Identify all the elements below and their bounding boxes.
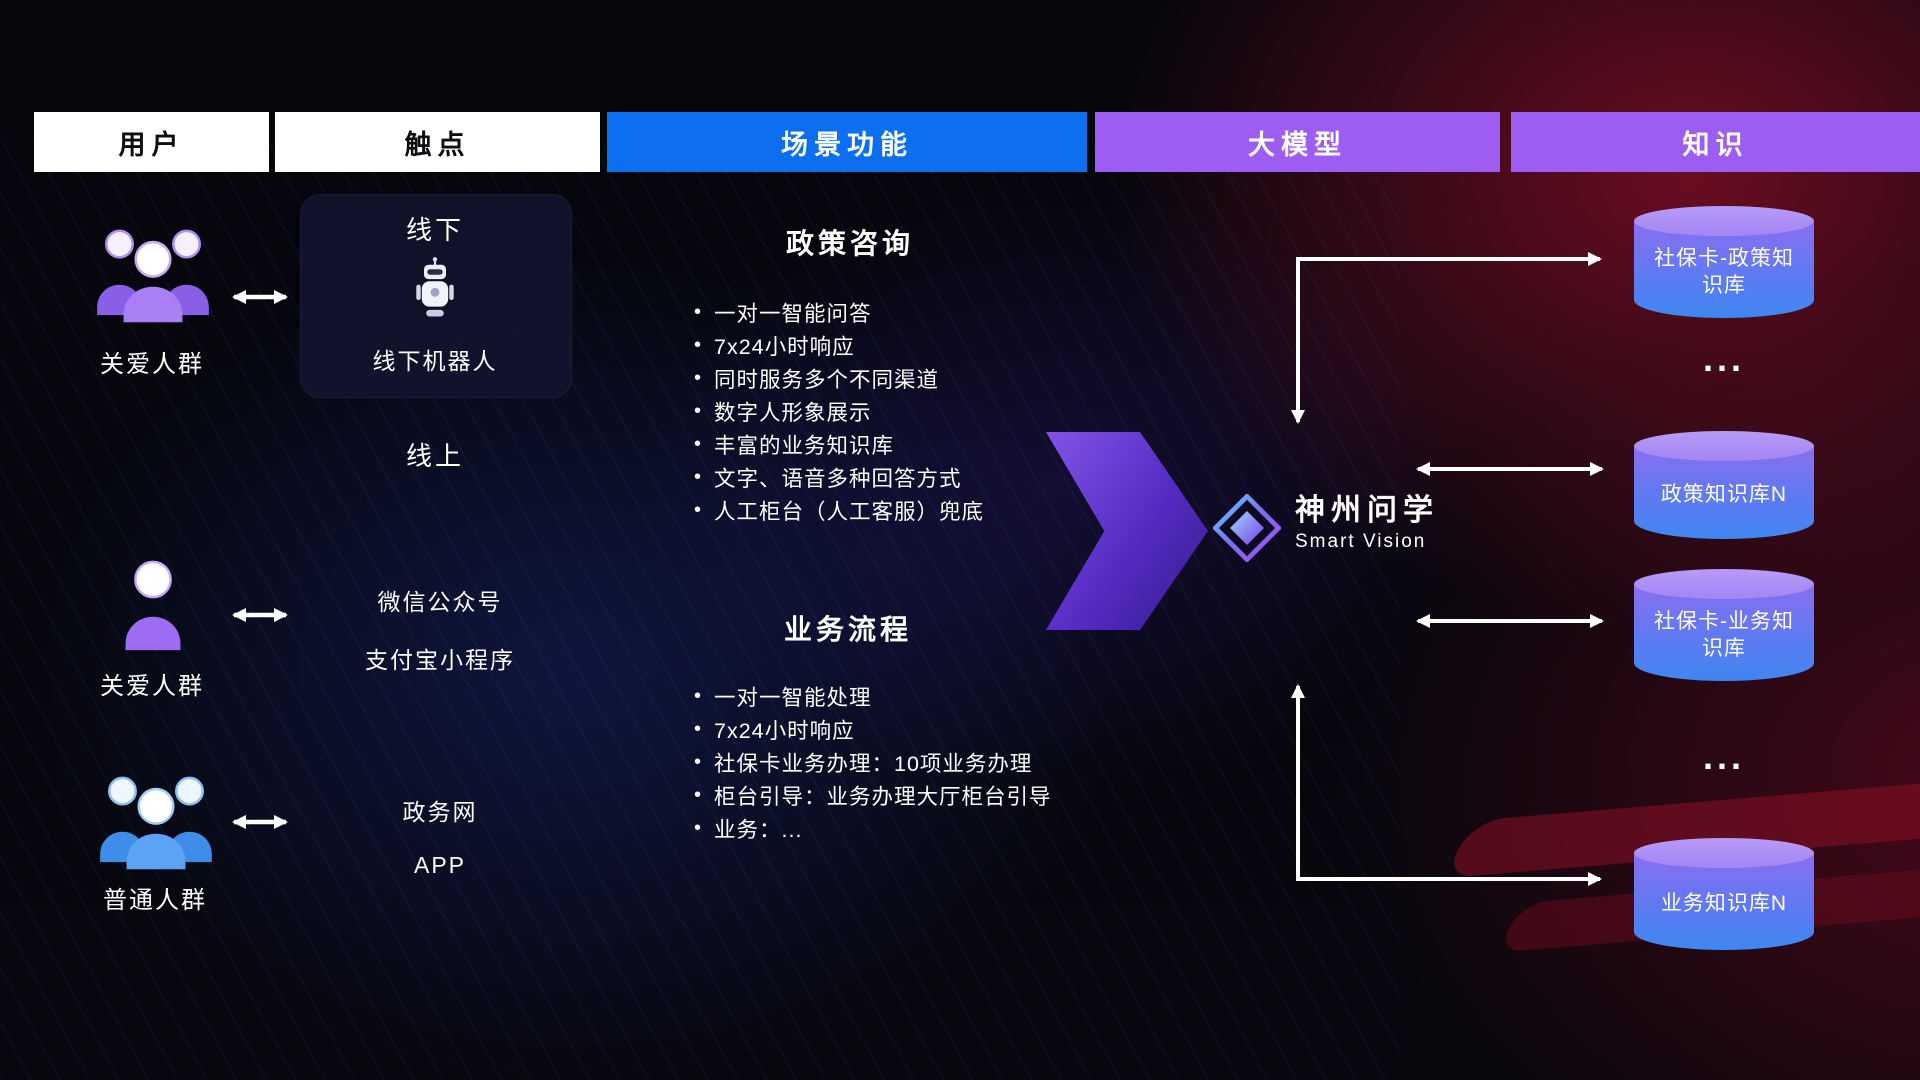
db-cylinder-top (1634, 206, 1814, 236)
bullet-item: 7x24小时响应 (694, 329, 984, 362)
db-cylinder-top (1634, 431, 1814, 461)
bullet-item: 社保卡业务办理：10项业务办理 (694, 746, 1052, 779)
bullet-item: 7x24小时响应 (694, 713, 1052, 746)
channel-alipay: 支付宝小程序 (365, 647, 515, 673)
db-label: 社保卡-政策知识库 (1654, 246, 1794, 297)
bullet-item: 一对一智能处理 (694, 680, 1052, 713)
model-logo: 神州问学 Smart Vision (1213, 494, 1439, 562)
user-group-label: 关爱人群 (100, 351, 204, 378)
model-name: 神州问学 (1295, 494, 1439, 527)
db-label: 业务知识库N (1660, 892, 1788, 916)
flow-arrow (1046, 432, 1208, 630)
bullet-item: 丰富的业务知识库 (694, 428, 984, 461)
scenario-business-list: 一对一智能处理 7x24小时响应 社保卡业务办理：10项业务办理 柜台引导：业务… (694, 680, 1052, 845)
channel-app: APP (413, 852, 467, 878)
column-header-model: 大模型 (1095, 112, 1500, 172)
channel-gov-web: 政务网 (402, 799, 478, 825)
people-group-icon-blue (100, 776, 212, 870)
db-cylinder-body (1634, 853, 1814, 950)
bullet-item: 文字、语音多种回答方式 (694, 461, 984, 494)
column-header-knowledge: 知识 (1511, 112, 1920, 172)
offline-robot-label: 线下机器人 (372, 348, 498, 374)
knowledge-ellipsis: ... (1702, 338, 1745, 379)
diamond-logo-icon (1213, 494, 1281, 562)
bullet-item: 一对一智能问答 (694, 296, 984, 329)
knowledge-db-policy-n: 政策知识库N (1634, 431, 1814, 539)
bullet-item: 柜台引导：业务办理大厅柜台引导 (694, 779, 1052, 812)
model-subtitle: Smart Vision (1295, 531, 1427, 552)
db-label: 政策知识库N (1660, 483, 1788, 507)
people-group-icon (97, 229, 209, 323)
knowledge-db-policy-ssc: 社保卡-政策知识库 (1634, 206, 1814, 318)
column-header-scenarios: 场景功能 (607, 112, 1087, 172)
column-header-users: 用户 (34, 112, 269, 172)
knowledge-db-business-n: 业务知识库N (1634, 838, 1814, 950)
user-group2-label: 普通人群 (103, 887, 207, 914)
knowledge-db-business-ssc: 社保卡-业务知识库 (1634, 569, 1814, 681)
column-header-touchpoints: 触点 (275, 112, 600, 172)
bullet-item: 业务：... (694, 812, 1052, 845)
user-single-label: 关爱人群 (100, 673, 204, 700)
person-icon (125, 560, 181, 651)
scenario-title-policy: 政策咨询 (785, 228, 914, 259)
channel-wechat: 微信公众号 (377, 589, 503, 615)
db-cylinder-top (1634, 838, 1814, 868)
bullet-item: 人工柜台（人工客服）兜底 (694, 494, 984, 527)
db-cylinder-body (1634, 446, 1814, 539)
scenario-policy-list: 一对一智能问答 7x24小时响应 同时服务多个不同渠道 数字人形象展示 丰富的业… (694, 296, 984, 527)
offline-title: 线下 (405, 215, 464, 245)
db-cylinder-body (1634, 221, 1814, 318)
db-cylinder-top (1634, 569, 1814, 599)
knowledge-ellipsis: ... (1702, 736, 1745, 777)
scenario-title-business: 业务流程 (783, 614, 912, 645)
robot-icon (416, 257, 454, 317)
online-title: 线上 (405, 441, 464, 471)
bullet-item: 同时服务多个不同渠道 (694, 362, 984, 395)
bullet-item: 数字人形象展示 (694, 395, 984, 428)
db-label: 社保卡-业务知识库 (1654, 609, 1794, 660)
db-cylinder-body (1634, 584, 1814, 681)
